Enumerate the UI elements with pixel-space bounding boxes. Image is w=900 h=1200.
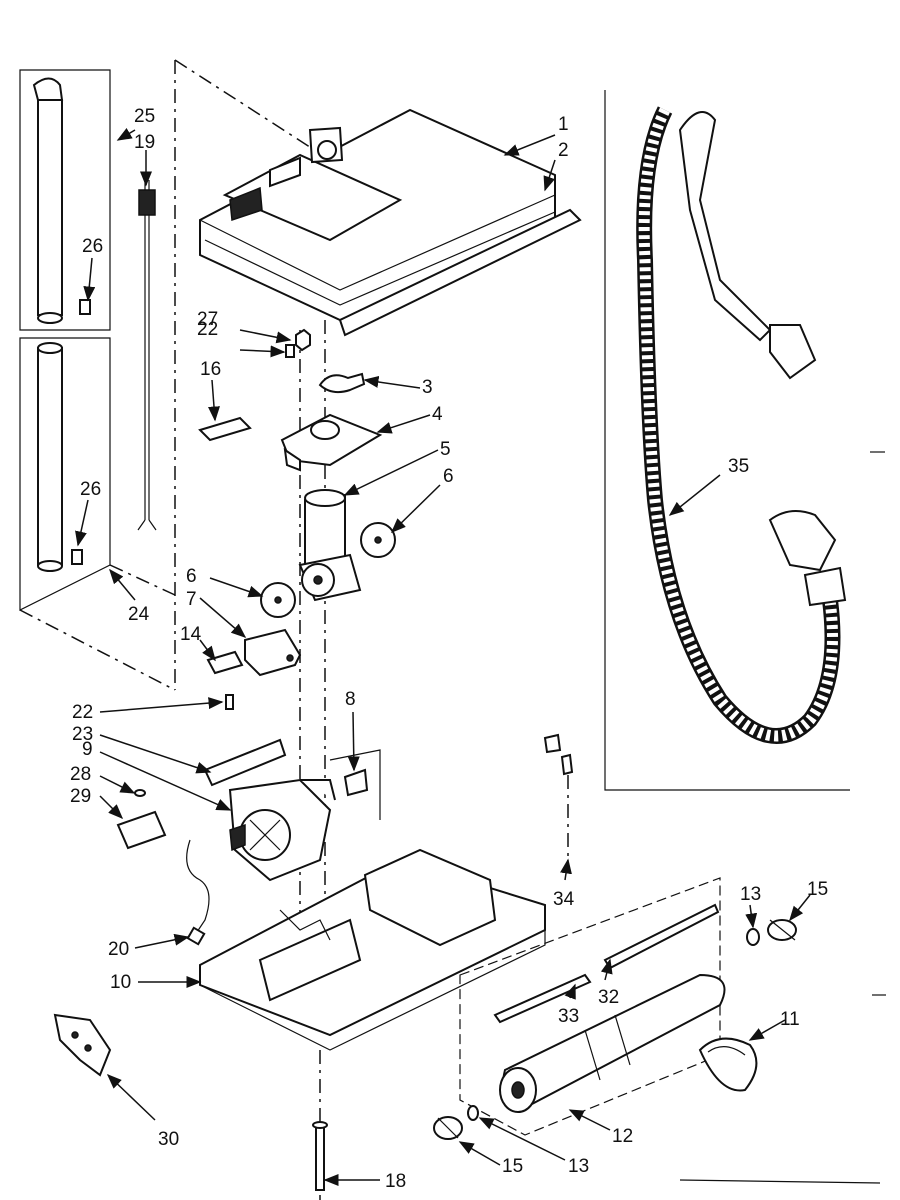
wand-button-lower (71, 549, 83, 565)
clamp-7 (244, 628, 302, 677)
belt-11 (698, 1037, 758, 1092)
endcap-15-top (767, 919, 797, 941)
hose-panel (604, 90, 850, 791)
wand-panel (19, 69, 176, 691)
upper-wand-box (19, 69, 111, 331)
assembly-dashed-line-a (174, 59, 331, 161)
callout-11: 11 (780, 1009, 800, 1030)
hood-cover (199, 108, 556, 322)
margin-ticks (679, 451, 886, 1184)
washer-6-left (260, 582, 296, 618)
callout-26-top: 26 (82, 236, 103, 257)
callout-6-right: 6 (443, 466, 454, 487)
callout-20: 20 (108, 939, 129, 960)
hose-35 (636, 106, 847, 744)
filter-16 (198, 416, 252, 442)
callout-labels: 1 2 3 4 5 6 6 7 8 9 10 11 12 13 13 14 15… (70, 106, 828, 1192)
switch-knob-28 (134, 789, 146, 797)
lower-wand-tube (37, 342, 63, 572)
clip-30 (53, 1013, 112, 1077)
bumper-8 (329, 749, 381, 820)
callout-35: 35 (728, 456, 749, 477)
callout-26-lower: 26 (80, 479, 101, 500)
callout-2: 2 (558, 140, 569, 161)
callout-14: 14 (180, 624, 202, 645)
callout-13-bottom: 13 (568, 1156, 589, 1177)
pad-14 (206, 650, 244, 675)
callout-16: 16 (200, 359, 221, 380)
callout-28: 28 (70, 764, 91, 785)
callout-3: 3 (422, 377, 433, 398)
callout-15-bottom: 15 (502, 1156, 523, 1177)
callout-12: 12 (612, 1126, 633, 1147)
callout-6-left: 6 (186, 566, 197, 587)
brushroll-12 (499, 973, 726, 1113)
switch-29 (116, 810, 167, 850)
callout-5: 5 (440, 439, 451, 460)
cord-20 (186, 839, 210, 946)
brushroll-box (459, 877, 721, 1136)
callout-19: 19 (134, 132, 155, 153)
wand-button-upper (79, 299, 91, 315)
washer-13-bottom (467, 1105, 479, 1121)
motor-9 (228, 778, 336, 882)
callout-27: 27 (197, 309, 218, 330)
handle-release-lever (318, 372, 366, 394)
upper-wand-tube (32, 77, 64, 324)
lower-wand-box (19, 337, 111, 611)
washer-13-top (746, 928, 760, 946)
agitator-shaft (298, 489, 362, 602)
callout-30: 30 (158, 1129, 179, 1150)
screw-22-top (285, 344, 295, 358)
callout-10: 10 (110, 972, 131, 993)
callout-13-top: 13 (740, 884, 761, 905)
callout-15-top: 15 (807, 879, 828, 900)
wand-cord (137, 180, 157, 531)
callout-33: 33 (558, 1006, 579, 1027)
nut-27 (295, 328, 311, 352)
callout-18: 18 (385, 1171, 406, 1192)
endcap-15-bottom (433, 1116, 463, 1140)
base-10 (199, 848, 546, 1051)
callout-32: 32 (598, 987, 619, 1008)
callout-9: 9 (82, 739, 93, 760)
pedal-bracket (280, 413, 383, 472)
callout-1: 1 (558, 114, 569, 135)
wand-connect-line (109, 564, 176, 596)
leader-lines (75, 127, 811, 1186)
clip-34 (543, 733, 574, 860)
callout-8: 8 (345, 689, 356, 710)
callout-7: 7 (186, 589, 197, 610)
callout-34: 34 (553, 889, 575, 910)
callout-23: 23 (72, 724, 93, 745)
callout-22-lower: 22 (72, 702, 93, 723)
callout-29: 29 (70, 786, 91, 807)
callout-25: 25 (134, 106, 155, 127)
hood-gasket (338, 208, 582, 337)
bracket-23 (203, 738, 287, 787)
wand-connect-line-2 (19, 609, 176, 691)
callout-22-top: 22 (197, 319, 218, 340)
callout-24: 24 (128, 604, 150, 625)
washer-6-right (360, 522, 396, 558)
screw-22-lower (225, 694, 234, 710)
bolt-18 (312, 1121, 328, 1191)
callout-4: 4 (432, 404, 443, 425)
